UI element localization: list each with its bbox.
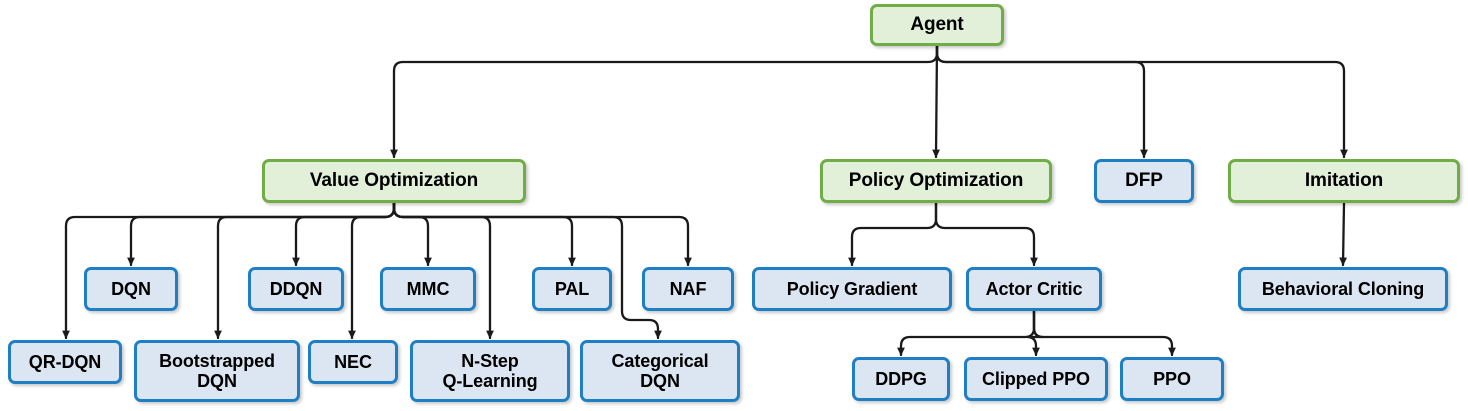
- edge: [932, 44, 940, 159]
- node-policy_optimization[interactable]: Policy Optimization: [820, 159, 1052, 203]
- node-agent[interactable]: Agent: [870, 4, 1004, 46]
- node-policy_gradient[interactable]: Policy Gradient: [752, 267, 952, 311]
- edge: [127, 201, 396, 267]
- edge: [935, 44, 1348, 159]
- edge: [934, 201, 1038, 267]
- edge: [1032, 309, 1176, 357]
- node-categorical_dqn[interactable]: Categorical DQN: [580, 340, 740, 402]
- node-qr_dqn[interactable]: QR-DQN: [8, 340, 122, 384]
- node-ddqn[interactable]: DDQN: [248, 267, 344, 311]
- edge: [1025, 309, 1045, 357]
- edge: [935, 44, 1148, 159]
- node-actor_critic[interactable]: Actor Critic: [966, 267, 1102, 311]
- edge: [1339, 201, 1348, 267]
- node-imitation[interactable]: Imitation: [1228, 159, 1460, 203]
- node-dqn[interactable]: DQN: [84, 267, 178, 311]
- node-behavioral_cloning[interactable]: Behavioral Cloning: [1238, 267, 1448, 311]
- node-mmc[interactable]: MMC: [380, 267, 476, 311]
- node-n_step_q_learning[interactable]: N-Step Q-Learning: [410, 340, 570, 402]
- edge: [392, 201, 692, 267]
- edge: [392, 201, 576, 267]
- node-naf[interactable]: NAF: [642, 267, 734, 311]
- edge: [292, 201, 396, 267]
- node-nec[interactable]: NEC: [308, 340, 398, 384]
- node-pal[interactable]: PAL: [532, 267, 612, 311]
- edge: [390, 44, 939, 159]
- edge: [848, 201, 938, 267]
- node-ppo[interactable]: PPO: [1120, 357, 1224, 401]
- edge: [392, 201, 432, 267]
- node-bootstrapped_dqn[interactable]: Bootstrapped DQN: [134, 340, 300, 402]
- node-ddpg[interactable]: DDPG: [852, 357, 950, 401]
- node-value_optimization[interactable]: Value Optimization: [262, 159, 526, 203]
- node-dfp[interactable]: DFP: [1094, 159, 1194, 203]
- node-clipped_ppo[interactable]: Clipped PPO: [964, 357, 1108, 401]
- edge: [897, 309, 1036, 357]
